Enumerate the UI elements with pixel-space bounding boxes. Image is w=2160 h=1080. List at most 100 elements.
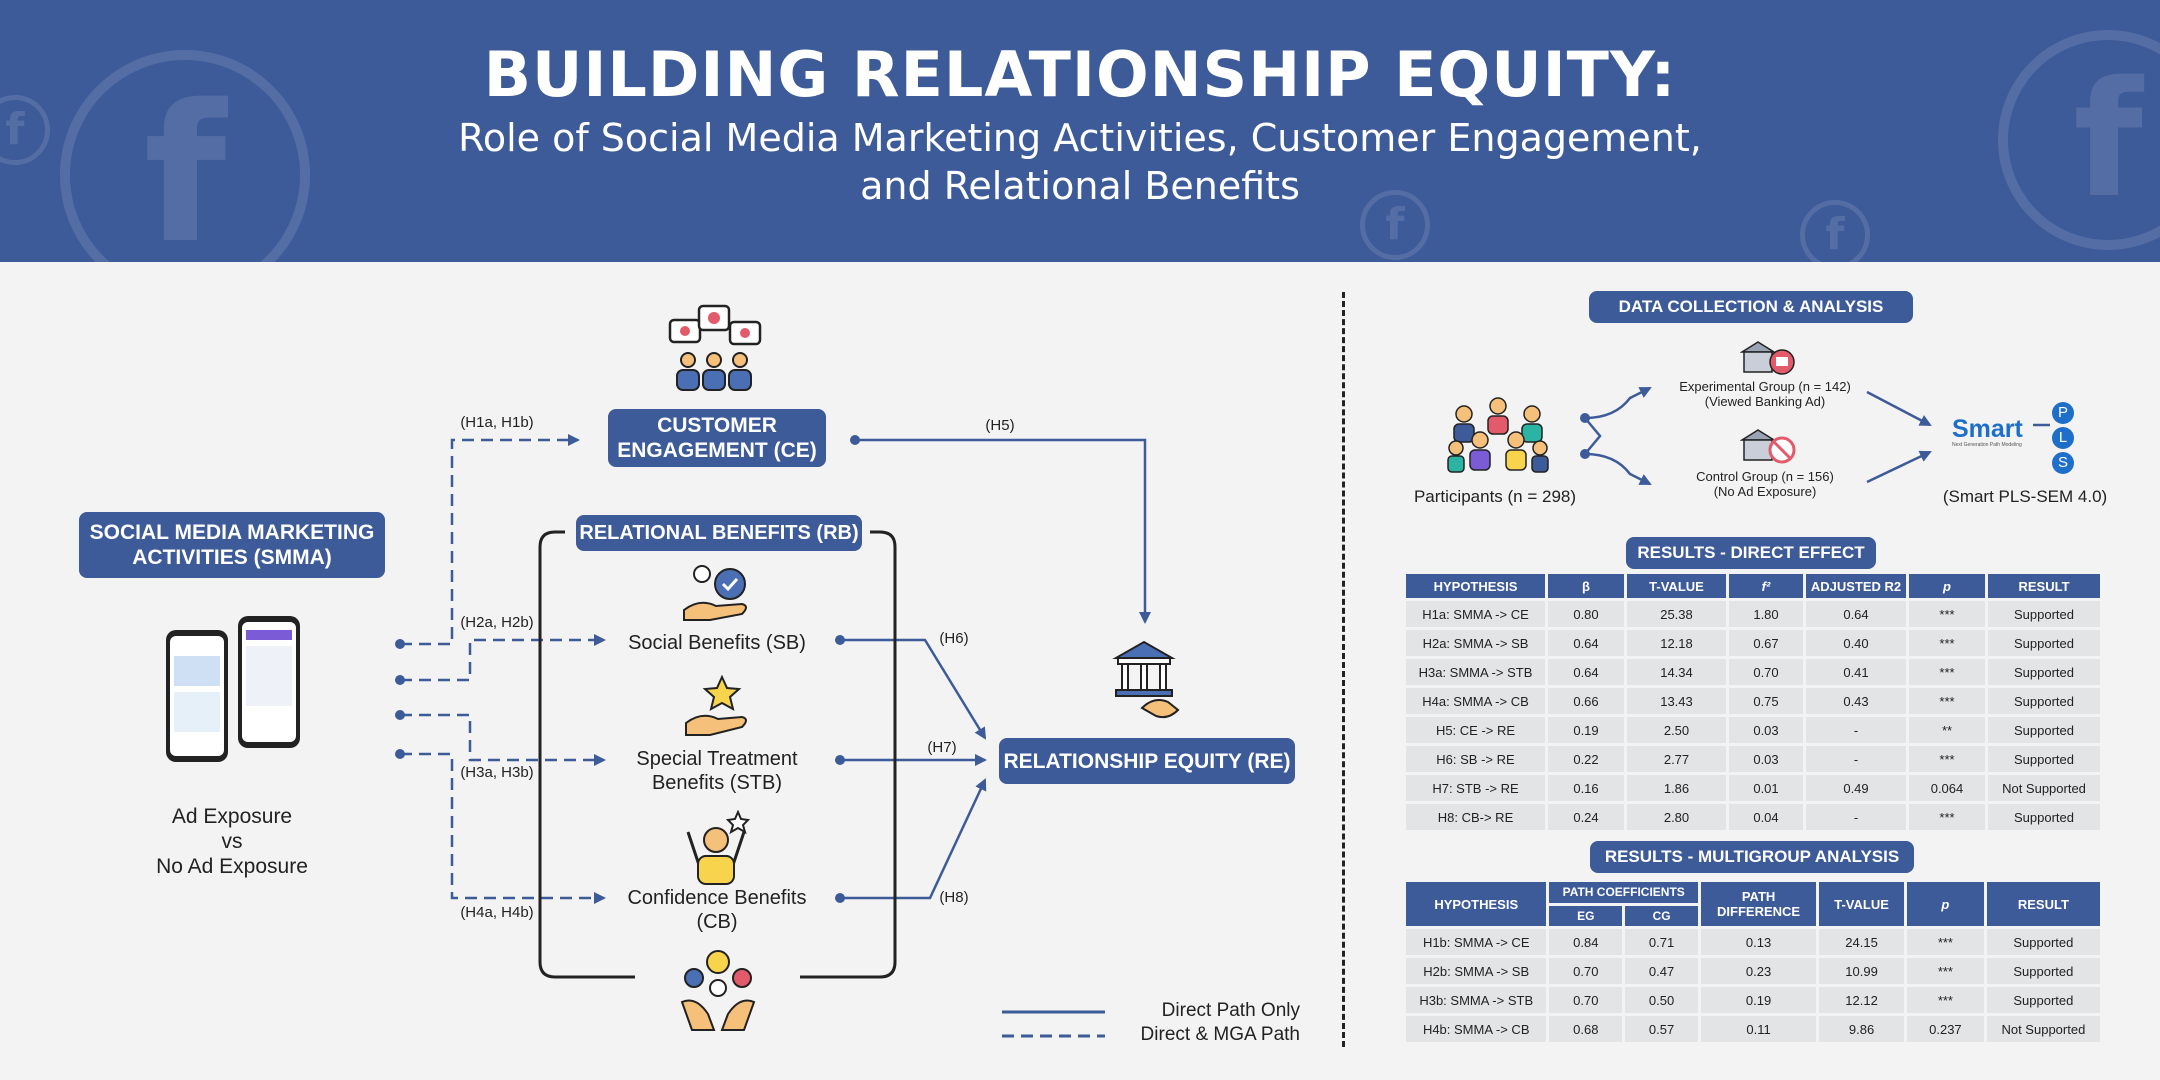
table-cell: -	[1806, 804, 1906, 830]
experimental-line-2: (Viewed Banking Ad)	[1704, 394, 1826, 409]
table-cell: 0.237	[1907, 1016, 1984, 1042]
column-header: PATH DIFFERENCE	[1700, 882, 1817, 926]
table-cell: 0.71	[1625, 929, 1698, 955]
path-h5	[855, 438, 1151, 624]
page-subtitle: Role of Social Media Marketing Activitie…	[330, 114, 1830, 210]
node-customer-engagement: CUSTOMER ENGAGEMENT (CE)	[608, 409, 826, 467]
table-cell: H2b: SMMA -> SB	[1406, 958, 1547, 984]
social-benefits-label: Social Benefits (SB)	[628, 632, 806, 654]
table-cell: 0.19	[1700, 987, 1817, 1013]
table-cell: 0.68	[1549, 1016, 1623, 1042]
table-cell: 9.86	[1819, 1016, 1905, 1042]
path-label-h5: (H5)	[985, 417, 1015, 434]
column-header: PATH COEFFICIENTS	[1549, 882, 1698, 903]
table-cell: ***	[1909, 804, 1985, 830]
table-cell: 0.64	[1548, 659, 1624, 685]
header-banner: f f f f f BUILDING RELATIONSHIP EQUITY: …	[0, 0, 2160, 262]
table-cell: 0.22	[1548, 746, 1624, 772]
cb-line-2: (CB)	[696, 911, 738, 933]
control-group-label: Control Group (n = 156) (No Ad Exposure)	[1655, 469, 1875, 499]
table-subheader-row: EG CG	[1406, 905, 2100, 926]
table-cell: 0.03	[1729, 746, 1803, 772]
stb-line-1: Special Treatment	[636, 748, 798, 770]
column-subheader: EG	[1549, 905, 1623, 926]
participants-label: Participants (n = 298)	[1413, 487, 1577, 506]
multigroup-table: HYPOTHESIS PATH COEFFICIENTS PATH DIFFER…	[1403, 879, 2103, 1045]
column-header: RESULT	[1986, 882, 2100, 926]
table-cell: Supported	[1988, 601, 2100, 627]
path-label-h3: (H3a, H3b)	[460, 764, 534, 781]
table-cell: 1.80	[1729, 601, 1803, 627]
column-header: T-VALUE	[1627, 574, 1726, 598]
subtitle-line-1: Role of Social Media Marketing Activitie…	[458, 116, 1702, 160]
subtitle-line-2: and Relational Benefits	[860, 164, 1300, 208]
table-cell: H5: CE -> RE	[1406, 717, 1545, 743]
smartpls-tagline: Next Generation Path Modeling	[1952, 442, 2022, 448]
table-cell: 12.18	[1627, 630, 1726, 656]
pls-letter-s: S	[2052, 452, 2074, 474]
control-line-2: (No Ad Exposure)	[1713, 484, 1817, 499]
table-cell: ***	[1907, 987, 1984, 1013]
direct-effect-table: HYPOTHESIS β T-VALUE f² ADJUSTED R2 p RE…	[1403, 571, 2103, 833]
table-cell: 0.13	[1700, 929, 1817, 955]
table-cell: 0.41	[1806, 659, 1906, 685]
path-label-h7: (H7)	[927, 739, 957, 756]
facebook-logo-watermark: f	[1800, 200, 1870, 262]
path-label-h4: (H4a, H4b)	[460, 904, 534, 921]
facebook-logo-watermark: f	[60, 50, 310, 262]
table-cell: Supported	[1988, 717, 2100, 743]
people-icon	[1447, 397, 1549, 473]
table-cell: H4b: SMMA -> CB	[1406, 1016, 1547, 1042]
path-label-h6: (H6)	[939, 630, 969, 647]
table-cell: 0.24	[1548, 804, 1624, 830]
table-cell: H7: STB -> RE	[1406, 775, 1545, 801]
table-cell: 0.47	[1625, 958, 1698, 984]
facebook-logo-watermark: f	[1998, 30, 2160, 250]
table-cell: ***	[1909, 601, 1985, 627]
table-cell: Not Supported	[1988, 775, 2100, 801]
table-cell: 0.66	[1548, 688, 1624, 714]
phones-icon	[166, 616, 300, 762]
special-treatment-label: Special Treatment Benefits (STB)	[600, 747, 834, 795]
table-cell: H3a: SMMA -> STB	[1406, 659, 1545, 685]
table-cell: 0.49	[1806, 775, 1906, 801]
path-label-h8: (H8)	[939, 889, 969, 906]
table-cell: 0.64	[1806, 601, 1906, 627]
gear-hand-icon	[683, 565, 747, 621]
table-cell: 0.50	[1625, 987, 1698, 1013]
money-hands-icon	[680, 950, 756, 1031]
table-cell: Supported	[1988, 659, 2100, 685]
experimental-line-1: Experimental Group (n = 142)	[1679, 379, 1851, 394]
table-cell: 0.80	[1548, 601, 1624, 627]
table-cell: 0.75	[1729, 688, 1803, 714]
table-cell: 1.86	[1627, 775, 1726, 801]
column-header: ADJUSTED R2	[1806, 574, 1906, 598]
table-cell: 0.70	[1549, 958, 1623, 984]
table-cell: 2.80	[1627, 804, 1726, 830]
pls-letter-p: P	[2052, 402, 2074, 424]
node-smma: SOCIAL MEDIA MARKETING ACTIVITIES (SMMA)	[79, 512, 385, 578]
ad-line-3: No Ad Exposure	[156, 855, 308, 878]
facebook-logo-watermark: f	[0, 95, 50, 165]
table-cell: 0.64	[1548, 630, 1624, 656]
table-cell: Not Supported	[1986, 1016, 2100, 1042]
table-cell: 0.84	[1549, 929, 1623, 955]
table-cell: Supported	[1988, 746, 2100, 772]
experimental-group-bank-icon	[1740, 341, 1795, 375]
table-cell: 24.15	[1819, 929, 1905, 955]
table-cell: 0.23	[1700, 958, 1817, 984]
control-line-1: Control Group (n = 156)	[1696, 469, 1834, 484]
table-cell: 0.16	[1548, 775, 1624, 801]
experimental-group-label: Experimental Group (n = 142) (Viewed Ban…	[1655, 379, 1875, 409]
facebook-logo-watermark: f	[1360, 190, 1430, 260]
page-title: BUILDING RELATIONSHIP EQUITY:	[483, 38, 1677, 111]
table-cell: Supported	[1988, 688, 2100, 714]
path-h4	[400, 752, 606, 904]
